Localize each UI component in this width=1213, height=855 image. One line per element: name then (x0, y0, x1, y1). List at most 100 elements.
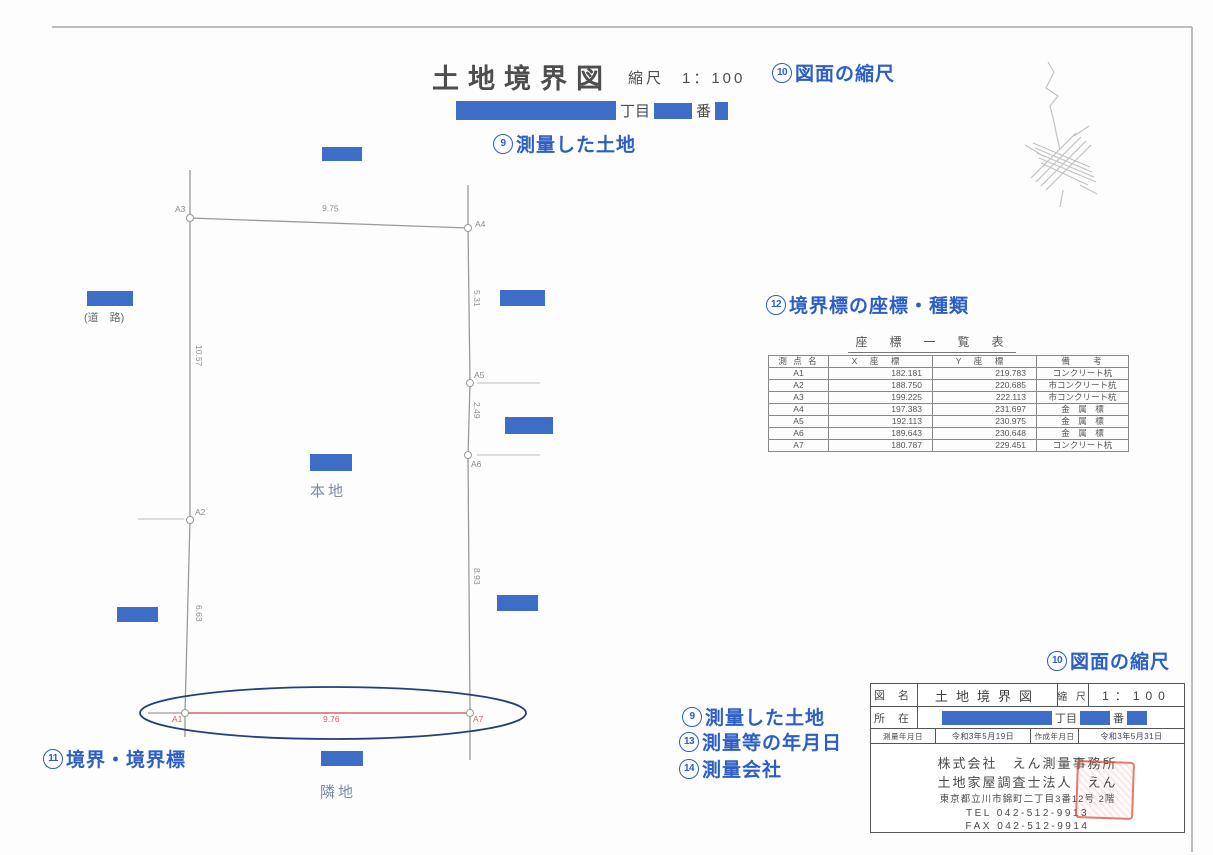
circled-number-icon: 10 (1047, 650, 1067, 671)
coordinate-table-header-row: 測 点 名 X 座 標 Y 座 標 備 考 (768, 355, 1129, 368)
location-label: 所 在 (871, 707, 918, 728)
company-fax: FAX 042-512-9914 (965, 821, 1090, 832)
dim-right-mid-label: 2.49 (472, 402, 482, 419)
surveyor-corporation-name: 土地家屋調査士法人 えん (937, 775, 1118, 790)
title-block-row-location: 所 在 丁目 番 (871, 707, 1184, 729)
annotation-label: 測量した土地 (705, 708, 826, 729)
dim-bottom-label: 9.76 (323, 714, 340, 724)
coordinate-table-cell: 市コンクリート杭 (1036, 379, 1129, 392)
adjacent-land-label: 隣地 (320, 784, 356, 801)
surveyed-address-line: 丁目 番 (456, 100, 729, 121)
location-value: 丁目 番 (918, 707, 1184, 728)
location-redaction-bar (1127, 710, 1147, 725)
point-a3-label: A3 (175, 204, 186, 214)
coordinate-table-cell: A1 (768, 367, 829, 380)
annotation-label: 測量会社 (702, 760, 783, 781)
scale-label: 縮 尺 (1058, 684, 1089, 706)
main-land-label: 本地 (310, 483, 346, 500)
coordinate-table-cell: 182.181 (828, 367, 933, 380)
circled-number-icon: 12 (766, 294, 786, 315)
coordinate-table-cell: 219.783 (932, 367, 1037, 380)
document-title: 土地境界図 (432, 64, 612, 94)
boundary-point-markers (181, 214, 474, 717)
coordinate-table-cell: 230.648 (932, 427, 1037, 440)
col-header-remarks: 備 考 (1036, 355, 1129, 368)
annotation-drawing-scale-top: 10 図面の縮尺 (772, 59, 895, 86)
point-a2-label: A2 (195, 507, 206, 517)
circled-number-icon: 13 (679, 731, 699, 752)
point-a5-label: A5 (474, 370, 485, 380)
coordinate-table-cell: 199.225 (828, 391, 933, 404)
annotation-survey-company: 14 測量会社 (679, 755, 782, 782)
tick-lines (138, 382, 540, 520)
dim-left-lower-label: 6.63 (194, 605, 204, 622)
coordinate-table-cell: 金 属 標 (1036, 415, 1129, 428)
point-a7-label: A7 (473, 714, 484, 724)
coordinate-table-cell: 金 属 標 (1036, 427, 1129, 440)
company-address: 東京都立川市錦町二丁目3番12号 2階 (939, 794, 1116, 805)
annotation-label: 図面の縮尺 (1070, 652, 1171, 673)
coordinate-table-cell: 192.113 (828, 415, 933, 428)
annotation-label: 測量等の年月日 (702, 733, 843, 754)
company-name: 株式会社 えん測量事務所 (937, 756, 1118, 771)
annotation-surveyed-land-bottom: 9 測量した土地 (682, 703, 825, 730)
coordinate-table-cell: A6 (768, 427, 829, 440)
survey-date-label: 測量年月日 (871, 729, 936, 743)
dim-top-label: 9.75 (322, 203, 339, 214)
annotation-survey-date: 13 測量等の年月日 (679, 728, 842, 755)
address-redaction-bar (654, 102, 693, 119)
circled-number-icon: 10 (772, 62, 792, 83)
title-block: 図 名 土地境界図 縮 尺 1：100 所 在 丁目 番 測量年月日 令和3年5… (870, 683, 1185, 833)
dim-right-upper-label: 5.31 (472, 290, 482, 307)
address-redaction-bar (456, 101, 616, 120)
drawing-name-label: 図 名 (871, 684, 918, 706)
boundary-lines (148, 170, 471, 760)
location-chome-label: 丁目 (1055, 712, 1077, 725)
coordinate-table-cell: A5 (768, 415, 829, 428)
annotation-marker-coordinates: 12 境界標の座標・種類 (766, 291, 969, 318)
coordinate-table-title: 座 標 一 覧 表 (848, 333, 1016, 353)
annotation-label: 境界標の座標・種類 (789, 296, 970, 317)
coordinate-table-cell: 市コンクリート杭 (1036, 391, 1129, 404)
circled-number-icon: 14 (679, 758, 699, 779)
dim-right-lower-label: 8.93 (472, 568, 482, 585)
circled-number-icon: 9 (682, 706, 702, 727)
coordinate-table-cell: A4 (768, 403, 829, 416)
col-header-x: X 座 標 (828, 355, 933, 368)
coordinate-table-cell: A2 (768, 379, 829, 392)
survey-date-value: 令和3年5月19日 (936, 729, 1031, 743)
dim-left-upper-label: 10.57 (194, 345, 204, 367)
coordinate-table-cell: 220.685 (932, 379, 1037, 392)
company-info-block: 株式会社 えん測量事務所 土地家屋調査士法人 えん 東京都立川市錦町二丁目3番1… (871, 744, 1184, 833)
document-scale: 縮尺 1：100 (628, 70, 746, 87)
drawing-name-value: 土地境界図 (918, 684, 1058, 706)
address-redaction-bar (715, 101, 729, 120)
coordinate-table-cell: 197.383 (828, 403, 933, 416)
address-ban-label: 番 (696, 103, 712, 120)
boundary-highlight-ellipse (139, 686, 527, 740)
coordinate-table-cell: 180.787 (828, 439, 933, 452)
coordinate-table-cell: 189.643 (828, 427, 933, 440)
location-ban-label: 番 (1113, 712, 1124, 725)
annotation-boundary-marker: 11 境界・境界標 (43, 745, 186, 772)
coordinate-table-cell: A7 (768, 439, 829, 452)
annotation-label: 図面の縮尺 (795, 64, 896, 85)
circled-number-icon: 9 (493, 133, 513, 154)
location-redaction-bar (942, 710, 1052, 725)
address-chome-label: 丁目 (620, 103, 651, 120)
point-a6-label: A6 (471, 459, 482, 469)
create-date-label: 作成年月日 (1031, 729, 1079, 743)
coordinate-table-cell: 229.451 (932, 439, 1037, 452)
coordinate-table-cell: 188.750 (828, 379, 933, 392)
coordinate-table-cell: 230.975 (932, 415, 1037, 428)
title-block-row-dates: 測量年月日 令和3年5月19日 作成年月日 令和3年5月31日 (871, 729, 1184, 744)
coordinate-table-cell: 222.113 (932, 391, 1037, 404)
annotation-drawing-scale-bottom: 10 図面の縮尺 (1047, 647, 1170, 674)
